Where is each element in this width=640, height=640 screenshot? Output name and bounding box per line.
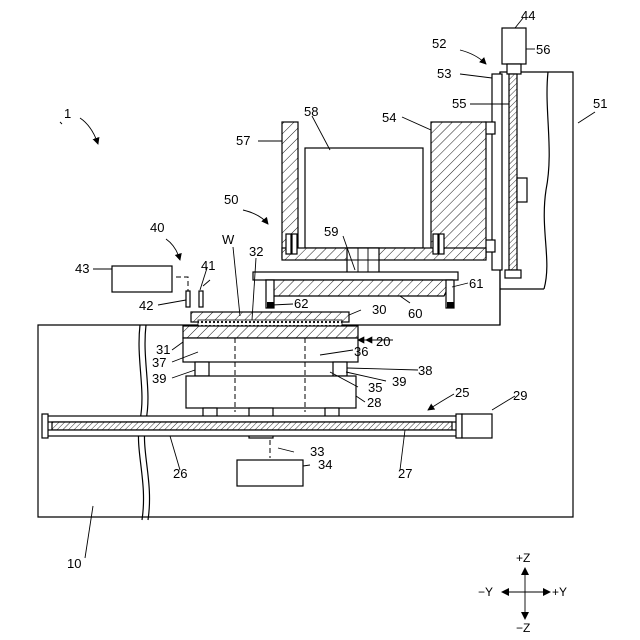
label-58: 58 — [304, 104, 318, 119]
label-55: 55 — [452, 96, 466, 111]
label-26: 26 — [173, 466, 187, 481]
holding-surface-32 — [198, 320, 342, 326]
label-40: 40 — [150, 220, 164, 235]
label-41: 41 — [201, 258, 215, 273]
label-20: 20 — [376, 334, 390, 349]
guide-rail-26 — [44, 430, 459, 436]
axis-neg-y-label: −Y — [478, 585, 493, 599]
label-61: 61 — [469, 276, 483, 291]
label-28: 28 — [367, 395, 381, 410]
label-52: 52 — [432, 36, 446, 51]
slider-28 — [186, 376, 356, 408]
label-39-right: 39 — [392, 374, 406, 389]
coordinate-axes: +Z −Z +Y −Y — [478, 551, 567, 635]
axis-pos-z-label: +Z — [516, 551, 530, 565]
label-27: 27 — [398, 466, 412, 481]
axis-pos-y-label: +Y — [552, 585, 567, 599]
table-base-37 — [183, 338, 358, 362]
mount-60 — [266, 280, 452, 296]
label-25: 25 — [455, 385, 469, 400]
motor-56 — [502, 28, 526, 64]
label-51: 51 — [593, 96, 607, 111]
motor-58 — [305, 148, 423, 248]
z-moving-mechanism-52 — [485, 28, 527, 278]
label-30: 30 — [372, 302, 386, 317]
label-43: 43 — [75, 261, 89, 276]
label-10: 10 — [67, 556, 81, 571]
label-35: 35 — [368, 380, 382, 395]
label-W: W — [222, 232, 235, 247]
label-60: 60 — [408, 306, 422, 321]
polishing-unit-50 — [253, 122, 486, 308]
frame-31 — [183, 326, 358, 338]
label-42: 42 — [139, 298, 153, 313]
label-44: 44 — [521, 8, 535, 23]
label-29: 29 — [513, 388, 527, 403]
controller-34 — [237, 460, 303, 486]
label-62: 62 — [294, 296, 308, 311]
controller-43 — [112, 266, 172, 292]
label-32: 32 — [249, 244, 263, 259]
ball-screw-55 — [509, 74, 517, 270]
label-54: 54 — [382, 110, 396, 125]
label-1: 1 — [64, 106, 71, 121]
label-57: 57 — [236, 133, 250, 148]
label-37: 37 — [152, 355, 166, 370]
label-56: 56 — [536, 42, 550, 57]
label-50: 50 — [224, 192, 238, 207]
label-38: 38 — [418, 363, 432, 378]
y-moving-mechanism-25 — [42, 414, 492, 438]
label-34: 34 — [318, 457, 332, 472]
label-39-left: 39 — [152, 371, 166, 386]
motor-29 — [462, 414, 492, 438]
label-36: 36 — [354, 344, 368, 359]
ball-screw-27 — [52, 422, 452, 430]
label-59: 59 — [324, 224, 338, 239]
label-53: 53 — [437, 66, 451, 81]
axis-neg-z-label: −Z — [516, 621, 530, 635]
